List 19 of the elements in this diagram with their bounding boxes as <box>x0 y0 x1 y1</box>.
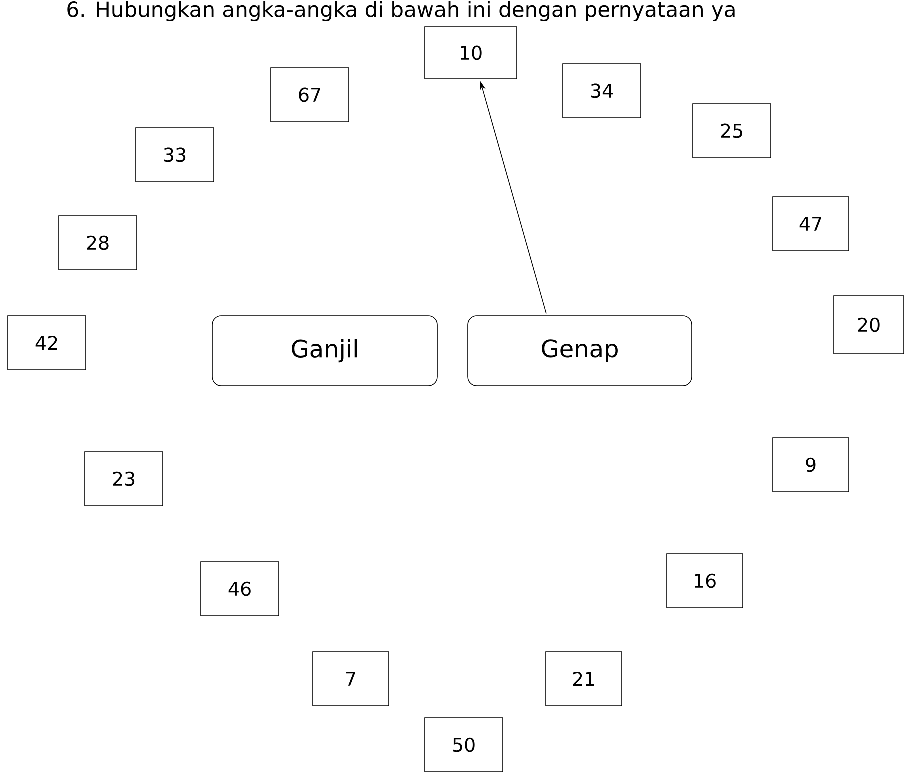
number-box: 67 <box>270 68 350 122</box>
number-box: 23 <box>84 452 164 506</box>
number-box: 28 <box>58 216 138 270</box>
number-box: 9 <box>772 438 850 492</box>
number-box: 16 <box>666 554 744 608</box>
number-box: 33 <box>136 128 214 182</box>
category-box: Genap <box>468 316 692 386</box>
number-box: 7 <box>312 652 390 706</box>
number-box: 25 <box>692 104 772 158</box>
number-box: 21 <box>546 652 622 706</box>
number-box: 34 <box>562 64 642 118</box>
number-box: 46 <box>200 562 280 616</box>
number-box: 47 <box>772 196 850 252</box>
category-box: Ganjil <box>212 316 438 386</box>
question-text: 6. Hubungkan angka-angka di bawah ini dengan pernyataan ya <box>68 1 735 22</box>
number-box: 42 <box>8 316 86 370</box>
number-box: 50 <box>424 718 504 772</box>
number-box: 10 <box>424 26 518 80</box>
number-box: 20 <box>834 296 904 354</box>
